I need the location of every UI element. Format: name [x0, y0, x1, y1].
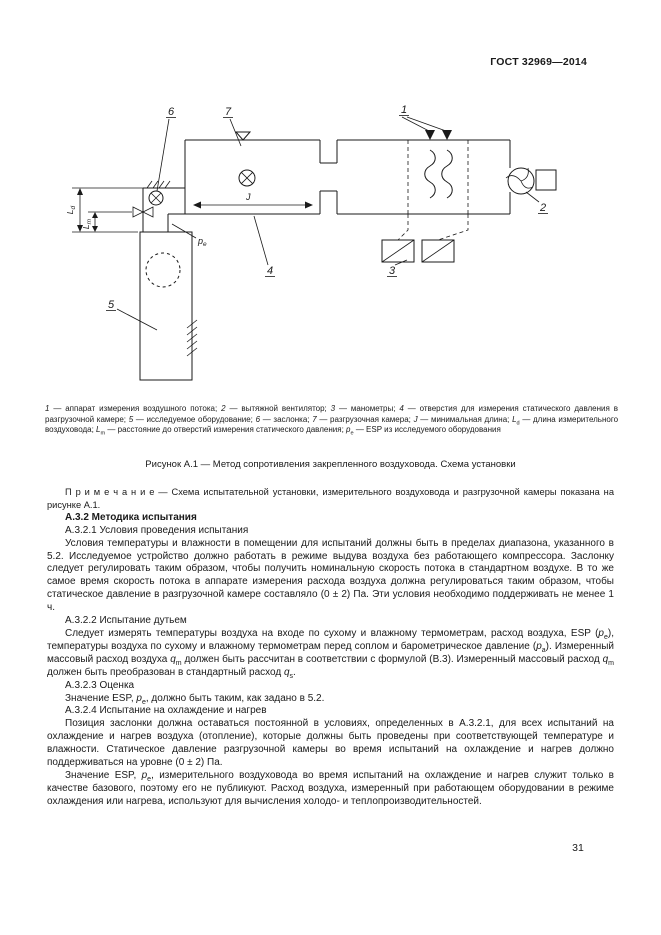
nozzle-coil	[424, 149, 436, 199]
damper-symbol	[148, 190, 164, 206]
unit-under-test	[139, 231, 198, 381]
paragraph: А.3.2 Методика испытания	[65, 511, 197, 523]
callout-4: 4	[267, 265, 273, 277]
paragraph: Условия температуры и влажности в помеще…	[47, 537, 614, 614]
callouts: 6 7 1 2 3 4 5	[106, 104, 548, 331]
svg-text:J: J	[245, 192, 251, 202]
chamber-fan-symbol	[238, 169, 256, 187]
manometers	[381, 214, 469, 263]
paragraph: А.3.2.1 Условия проведения испытания	[65, 524, 249, 536]
callout-1: 1	[401, 104, 407, 116]
body-paragraphs: П р и м е ч а н и е — Схема испытательно…	[47, 486, 614, 809]
paragraph: А.3.2.2 Испытание дутьем	[65, 615, 187, 627]
paragraph: П р и м е ч а н и е — Схема испытательно…	[47, 487, 614, 510]
manometer-icon	[381, 239, 415, 263]
callout-3: 3	[389, 265, 396, 277]
callout-6: 6	[168, 106, 175, 118]
exhaust-fan-icon	[505, 167, 557, 195]
callout-2: 2	[539, 202, 546, 214]
dimension-Ld-label: Ld	[65, 205, 77, 214]
figure-title: Рисунок А.1 — Метод сопротивления закреп…	[145, 459, 516, 470]
paragraph: Значение ESP, pe, должно быть таким, как…	[65, 692, 325, 706]
installation-diagram: J	[65, 104, 557, 381]
measuring-duct	[132, 180, 185, 232]
dimension-J: J	[193, 192, 313, 209]
paragraph: А.3.2.4 Испытание на охлаждение и нагрев	[65, 705, 267, 717]
paragraph: Значение ESP, pe, измерительного воздухо…	[47, 769, 614, 807]
pressure-tap-symbol	[132, 206, 154, 218]
dimension-Lm-label: Lm	[81, 218, 93, 229]
vent-symbol	[234, 131, 252, 141]
dimension-lines: Ld Lm pe	[65, 187, 207, 248]
measuring-plane-marker	[425, 130, 435, 140]
airflow-measuring-apparatus	[320, 130, 511, 215]
callout-5: 5	[108, 299, 115, 311]
nozzle-coil	[441, 149, 453, 199]
paragraph: Следует измерять температуры воздуха на …	[47, 627, 614, 680]
figure-caption: 1 — аппарат измерения воздушного потока;…	[45, 404, 619, 437]
paragraph: Позиция заслонки должна оставаться посто…	[47, 718, 614, 769]
callout-7: 7	[225, 106, 232, 118]
measuring-plane-marker	[442, 130, 452, 140]
static-pressure-label: pe	[197, 236, 207, 248]
paragraph: А.3.2.3 Оценка	[65, 679, 135, 691]
discharge-chamber: J	[168, 131, 321, 215]
page-number: 31	[572, 842, 584, 854]
doc-number: ГОСТ 32969—2014	[490, 56, 587, 68]
manometer-icon	[421, 239, 455, 263]
